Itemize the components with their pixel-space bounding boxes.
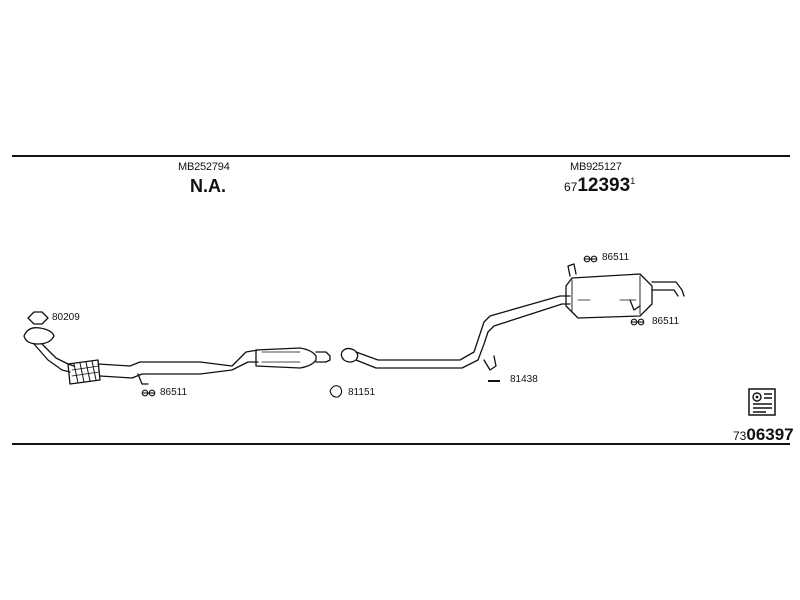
part-label-clamp-front: 86511: [160, 387, 188, 398]
flex-pipe: [67, 359, 101, 385]
section-1-note: N.A.: [190, 176, 226, 196]
gasket-front-symbol: [27, 311, 49, 325]
tailpipe: [651, 281, 685, 297]
front-pipe: [97, 349, 259, 379]
part-label-hanger-rear: 81438: [510, 374, 538, 385]
front-flange: [23, 327, 55, 345]
section-2-part-number: MB925127: [570, 161, 622, 173]
catalog-number: 7306397: [733, 426, 794, 444]
clamp-symbol-rear-top: [583, 255, 598, 263]
section-1-part-number: MB252794: [178, 161, 230, 173]
catalog-prefix: 73: [733, 429, 747, 443]
top-divider: [12, 155, 790, 157]
intermediate-pipe: [355, 321, 489, 369]
clamp-symbol-front: [141, 389, 156, 397]
part-label-gasket-front: 80209: [52, 312, 80, 323]
section-2-ref-suffix: 1: [630, 176, 636, 186]
catalog-main: 06397: [746, 425, 794, 444]
bottom-divider: [12, 443, 790, 445]
part-label-gasket-mid: 81151: [348, 387, 376, 398]
rear-muffler: [565, 273, 653, 319]
part-label-clamp-rear-top: 86511: [602, 252, 630, 263]
catalog-icon: [748, 388, 776, 416]
catalytic-converter: [255, 347, 317, 369]
gasket-symbol-mid: [329, 385, 343, 398]
clamp-symbol-rear-bottom: [630, 318, 645, 326]
downpipe: [33, 343, 75, 373]
mid-flange: [340, 347, 359, 363]
section-2-ref-main: 12393: [577, 175, 631, 196]
part-label-clamp-rear-bottom: 86511: [652, 316, 680, 327]
front-hanger: [137, 373, 149, 385]
section-2-reference-number: 67123931: [564, 176, 635, 195]
mid-hanger: [483, 355, 497, 371]
section-2-ref-prefix: 67: [564, 180, 578, 194]
